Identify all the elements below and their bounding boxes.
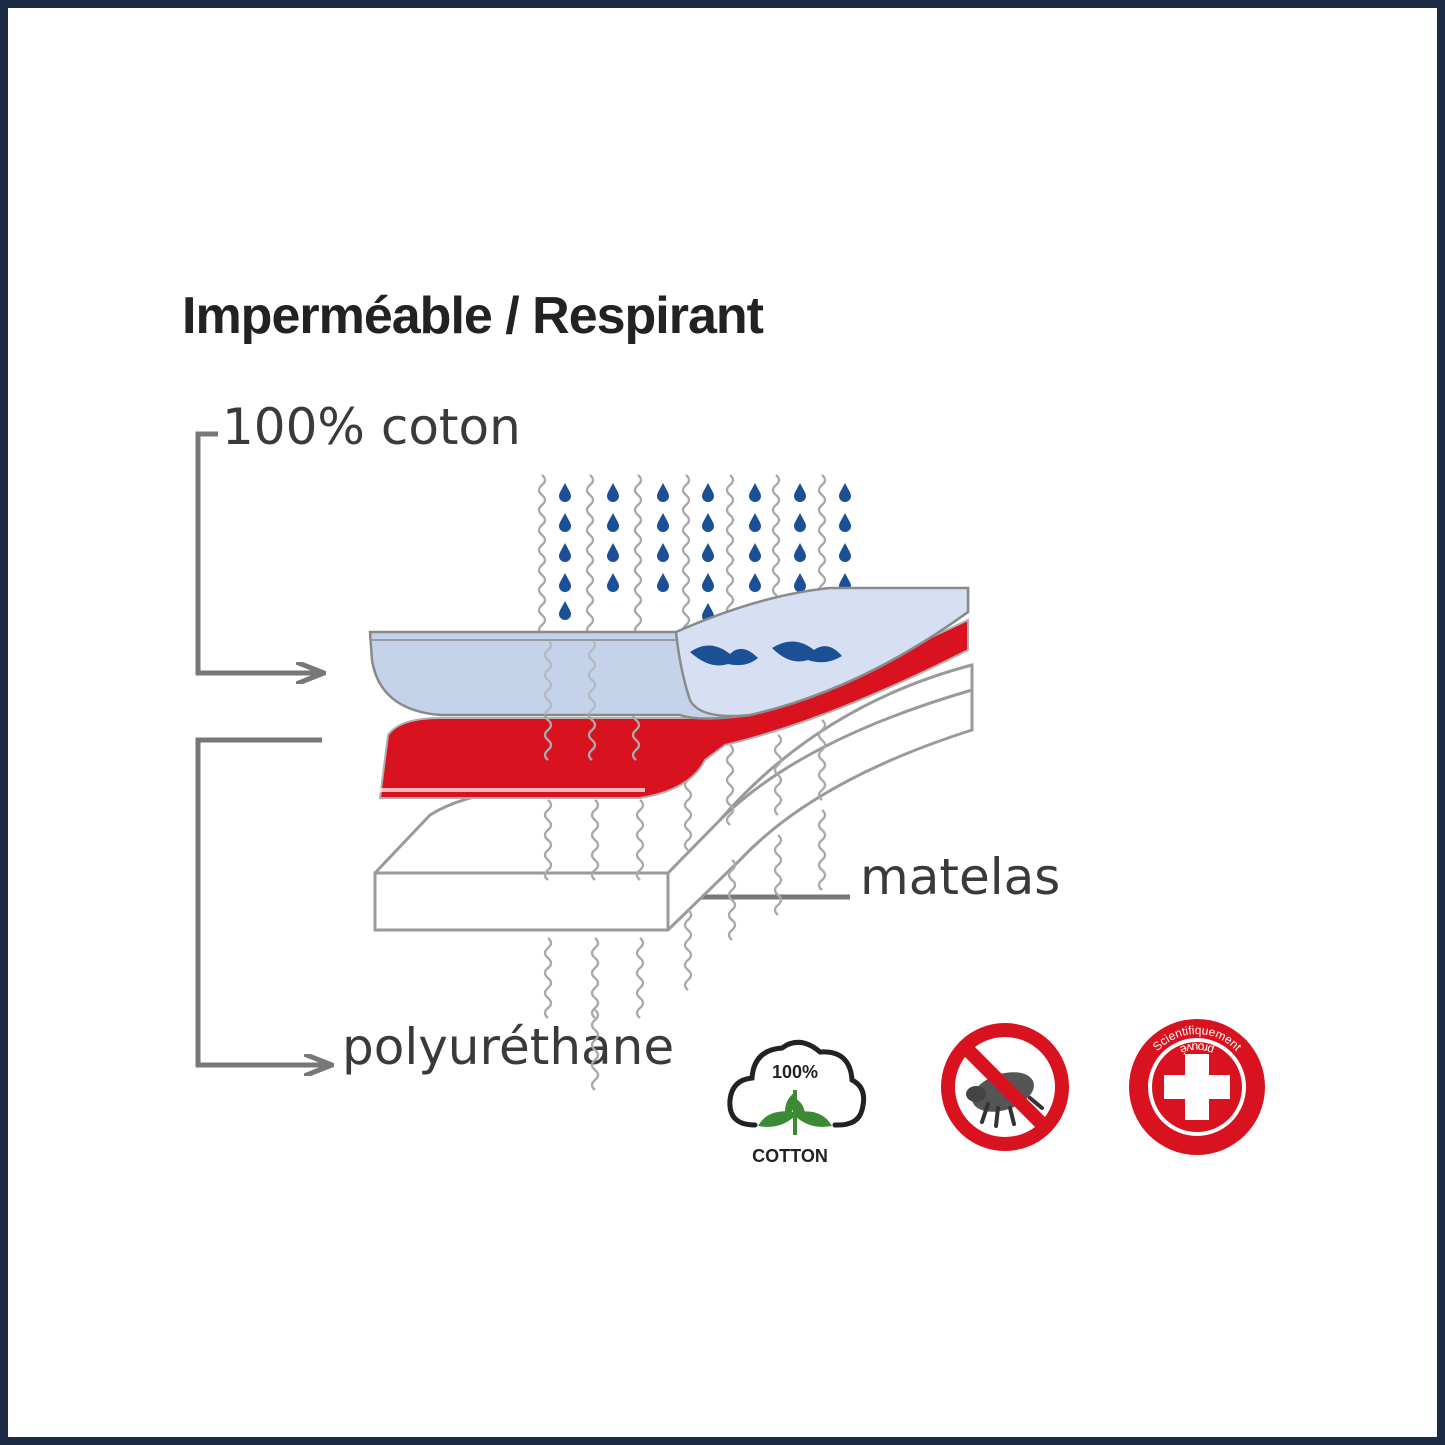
label-mattress: matelas [860, 848, 1061, 906]
cotton-layer [368, 586, 970, 720]
label-polyurethane: polyuréthane [342, 1018, 675, 1076]
arrow-to-cotton-layer [195, 431, 322, 673]
cotton-badge-percent: 100% [772, 1062, 818, 1082]
cotton-badge-icon: 100% COTTON [727, 1039, 867, 1166]
cotton-badge-label: COTTON [752, 1146, 828, 1166]
membrane-layer [378, 618, 969, 799]
arrow-to-membrane-layer [195, 737, 330, 1065]
label-cotton: 100% coton [222, 398, 521, 456]
diagram-title: Imperméable / Respirant [182, 287, 764, 345]
anti-mite-icon [941, 1023, 1069, 1151]
medical-seal-icon: Scientifiquement prouvé [1129, 1019, 1265, 1155]
seal-text-bottom: prouvé [1178, 1040, 1216, 1057]
